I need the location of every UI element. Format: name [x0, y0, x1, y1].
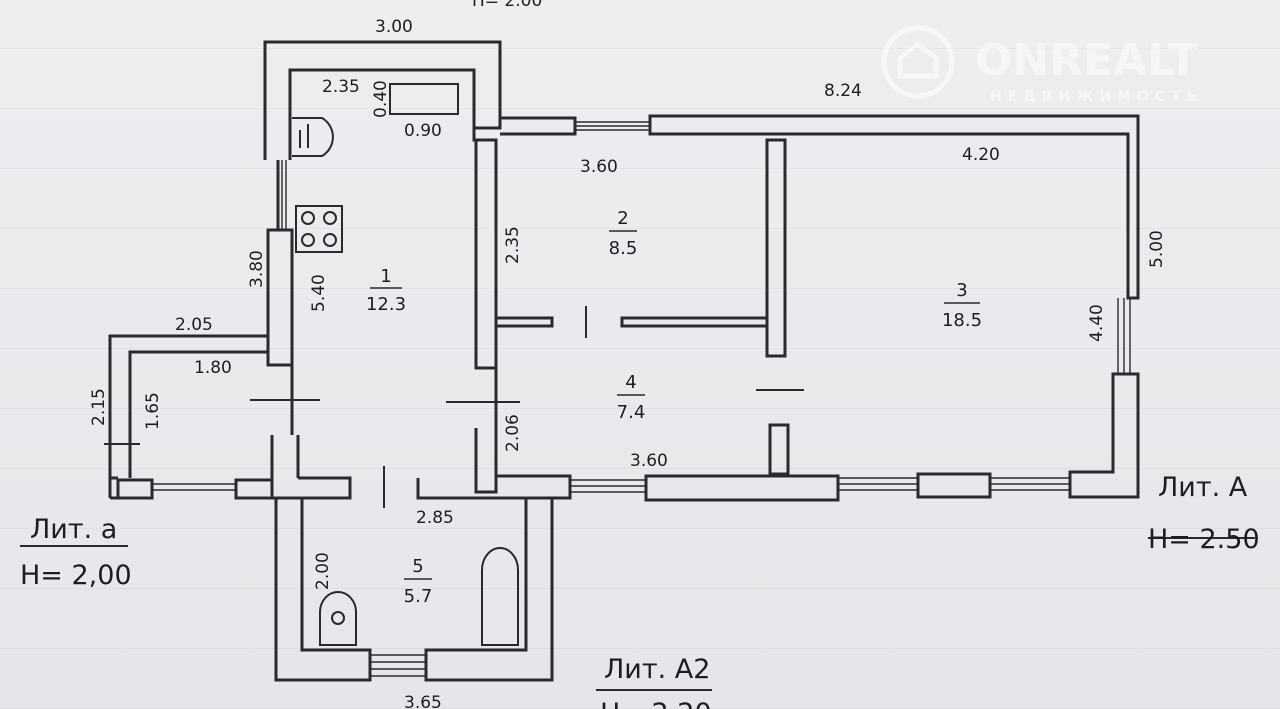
dim-2-35-top: 2.35: [322, 77, 360, 97]
room-2-number: 2: [617, 208, 628, 229]
sink-fixture: [292, 117, 334, 157]
room-3-area: 18.5: [942, 310, 982, 331]
room-1-area: 12.3: [366, 294, 406, 315]
dim-0-90: 0.90: [404, 121, 442, 141]
dim-1-80: 1.80: [194, 358, 232, 378]
dimension-labels: 3.00 2.35 0.40 0.90 8.24 3.60 4.20 5.00 …: [89, 17, 1167, 709]
dim-1-65: 1.65: [143, 392, 163, 430]
room-5-label: 5 5.7: [404, 556, 433, 607]
toilet-fixture: [319, 591, 357, 646]
door-marks: [104, 306, 804, 508]
dim-5-00: 5.00: [1147, 230, 1167, 268]
window-bottom-3: [990, 477, 1070, 491]
dim-2-35-side: 2.35: [503, 226, 523, 264]
dim-2-85: 2.85: [416, 508, 454, 528]
dim-2-06: 2.06: [503, 414, 523, 452]
top-cut-text: Н= 2.00: [472, 0, 542, 11]
window-bottom-1: [570, 479, 646, 493]
lit-a2-height: Н= 2.20: [600, 698, 712, 709]
dim-2-15: 2.15: [89, 388, 109, 426]
dim-3-80: 3.80: [247, 250, 267, 288]
walls: [108, 40, 1140, 682]
lit-a2-title: Лит. А2: [604, 654, 710, 685]
room-5-number: 5: [412, 556, 423, 577]
room-2-area: 8.5: [609, 238, 638, 259]
dim-3-00: 3.00: [375, 17, 413, 37]
watermark-brand: ONREALT: [975, 35, 1198, 86]
dimension-lines: [20, 537, 1255, 691]
room-5-area: 5.7: [404, 586, 433, 607]
room-4-area: 7.4: [617, 402, 646, 423]
watermark-tagline: НЕДВИЖИМОСТЬ: [990, 89, 1203, 105]
house-icon: [881, 25, 955, 99]
window-right: [1117, 298, 1131, 374]
window-room1-left: [281, 160, 287, 230]
watermark: ONREALT НЕДВИЖИМОСТЬ: [881, 25, 1203, 105]
dim-3-60-top: 3.60: [580, 157, 618, 177]
room-1-number: 1: [380, 266, 391, 287]
dim-0-40: 0.40: [371, 80, 391, 118]
room-4-label: 4 7.4: [617, 372, 646, 423]
window-porch: [152, 483, 236, 491]
dim-3-65: 3.65: [404, 693, 442, 709]
dim-3-60-bottom: 3.60: [630, 451, 668, 471]
windows: [152, 121, 1131, 677]
bathtub-fixture: [481, 547, 519, 646]
stove-fixture: [295, 205, 343, 253]
window-top-left: [575, 121, 650, 131]
dim-8-24: 8.24: [824, 81, 862, 101]
room-2-label: 2 8.5: [609, 208, 638, 259]
dim-4-20: 4.20: [962, 145, 1000, 165]
room-1-label: 1 12.3: [366, 266, 406, 315]
dim-2-00: 2.00: [313, 552, 333, 590]
dim-2-05: 2.05: [175, 315, 213, 335]
dim-4-40: 4.40: [1087, 304, 1107, 342]
window-bathroom: [370, 654, 426, 677]
lit-a-title: Лит. А: [1158, 472, 1248, 503]
table-fixture: [389, 83, 459, 115]
lit-a-small-title: Лит. а: [30, 514, 117, 545]
lit-labels: Лит. А Н= 2.50 Лит. а Н= 2,00 Лит. А2 Н=…: [20, 472, 1260, 709]
room-3-label: 3 18.5: [942, 280, 982, 331]
window-bottom-2: [838, 477, 918, 491]
room-3-number: 3: [956, 280, 967, 301]
lit-a-small-height: Н= 2,00: [20, 560, 132, 591]
room-4-number: 4: [625, 372, 636, 393]
room-labels: 1 12.3 2 8.5 3 18.5 4 7.4 5 5.7: [366, 208, 982, 607]
lit-a-height: Н= 2.50: [1148, 524, 1260, 555]
dim-5-40: 5.40: [309, 274, 329, 312]
